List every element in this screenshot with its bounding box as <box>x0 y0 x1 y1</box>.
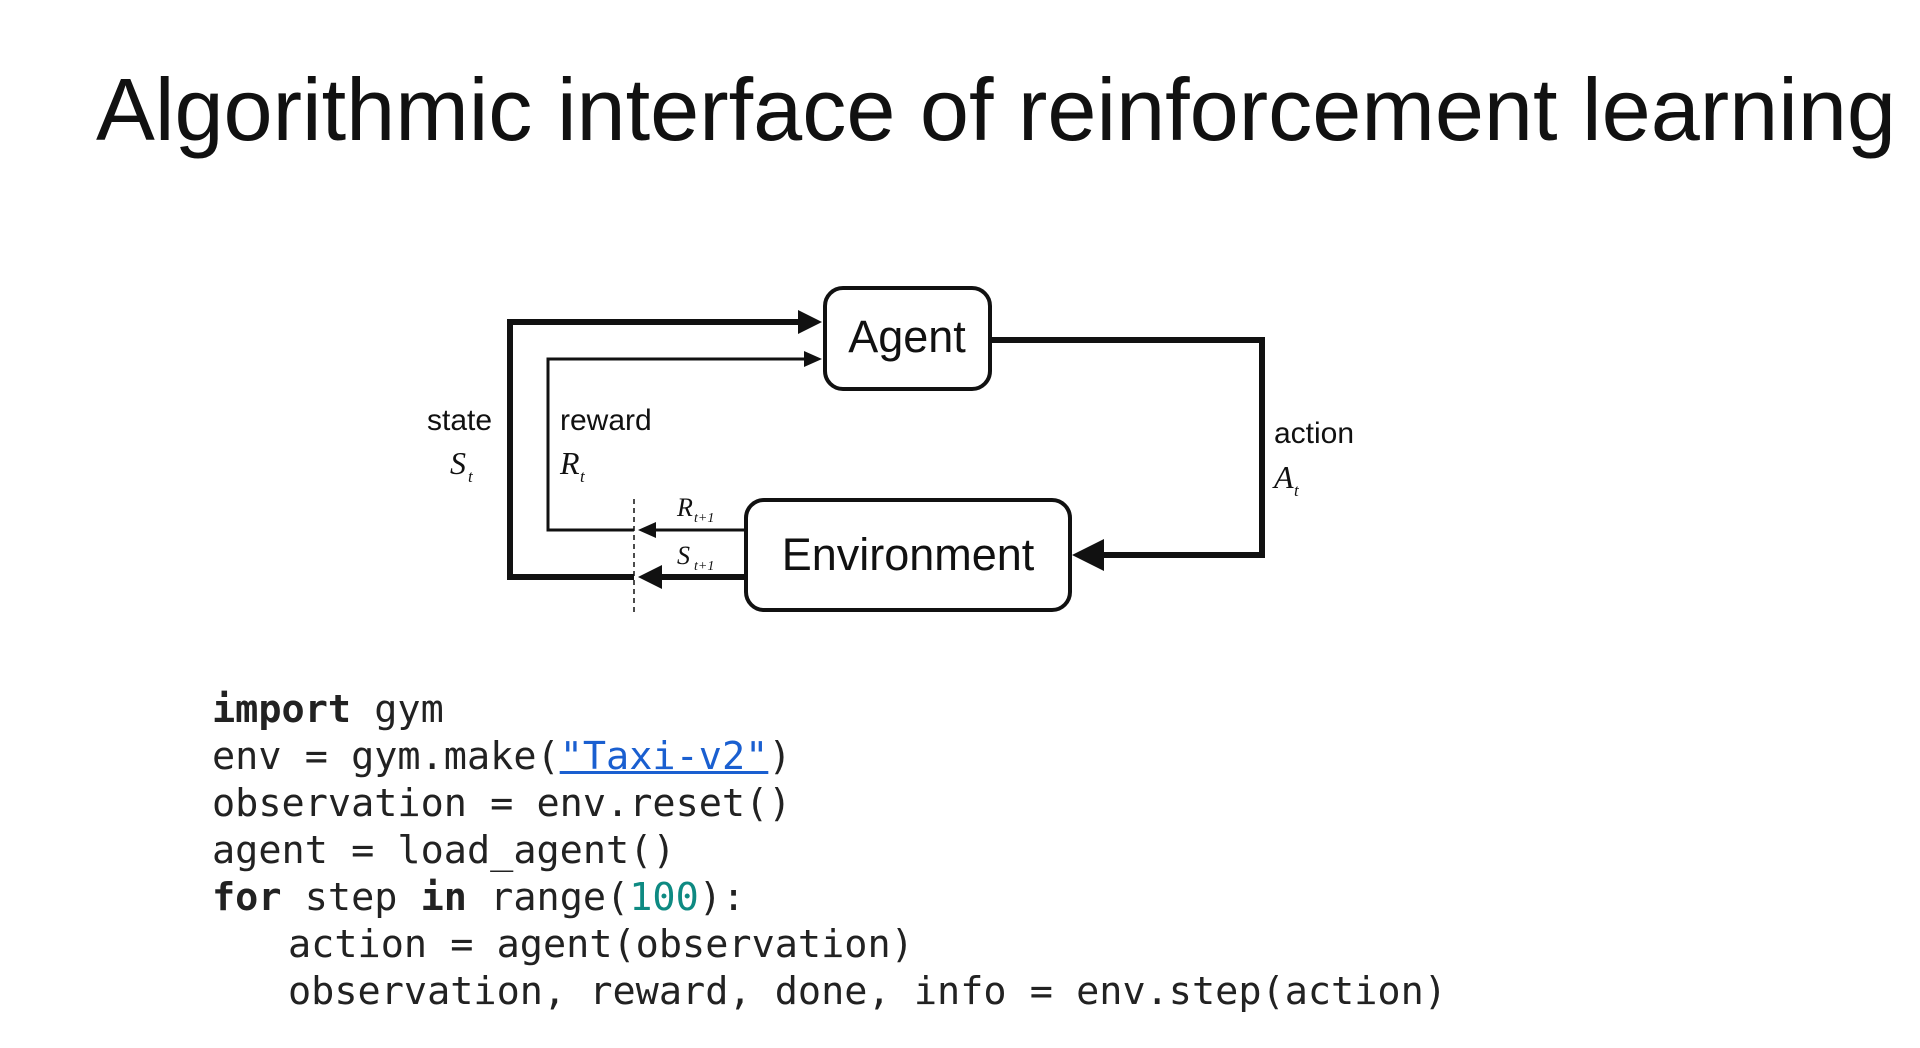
agent-label: Agent <box>848 311 966 362</box>
reward-subscript: t <box>580 467 586 486</box>
next-reward-symbol: R <box>676 493 693 522</box>
code-line: agent = load_agent() <box>212 828 676 873</box>
code-line: observation = env.reset() <box>212 781 792 826</box>
rl-loop-diagram: Agent Environment state S t reward R t a… <box>427 286 1354 613</box>
code-line: env = gym.make("Taxi-v2") <box>212 733 1447 780</box>
code-text: ) <box>768 734 792 779</box>
action-symbol: A <box>1272 459 1294 495</box>
code-text: ): <box>698 875 746 920</box>
code-string: "Taxi-v2" <box>559 734 769 779</box>
action-arrowhead-icon <box>1072 539 1104 571</box>
state-arrow <box>507 319 800 580</box>
code-line: observation, reward, done, info = env.st… <box>288 969 1447 1014</box>
environment-label: Environment <box>782 529 1035 580</box>
reward-symbol: R <box>559 445 580 481</box>
next-state-arrowhead-icon <box>638 565 662 589</box>
code-text: env = gym.make( <box>212 734 560 779</box>
code-line: action = agent(observation) <box>288 922 914 967</box>
code-keyword: in <box>420 875 467 920</box>
reward-label: reward <box>560 404 652 437</box>
next-reward-arrowhead-icon <box>638 522 656 538</box>
state-subscript: t <box>468 467 474 486</box>
action-subscript: t <box>1294 481 1300 500</box>
agent-box <box>823 286 992 391</box>
action-label: action <box>1274 417 1354 450</box>
state-label: state <box>427 404 492 437</box>
code-text: range( <box>466 875 630 920</box>
next-state-symbol: S <box>677 541 690 570</box>
code-text: step <box>281 875 421 920</box>
title-area: Algorithmic interface of reinforcement l… <box>96 60 1896 159</box>
next-reward-subscript: t+1 <box>694 511 714 526</box>
code-line: import gym <box>212 686 1447 733</box>
code-number: 100 <box>629 875 699 920</box>
reward-arrowhead-icon <box>804 351 822 367</box>
code-keyword: for <box>212 875 282 920</box>
code-keyword: import <box>212 687 352 732</box>
environment-box <box>744 498 1072 612</box>
action-arrow <box>990 337 1265 558</box>
code-line: for step in range(100): <box>212 874 1447 921</box>
reward-arrow <box>546 357 808 532</box>
next-state-subscript: t+1 <box>694 559 714 574</box>
code-text: gym <box>351 687 444 732</box>
page-title: Algorithmic interface of reinforcement l… <box>96 60 1896 159</box>
state-symbol: S <box>450 445 466 481</box>
state-arrowhead-icon <box>798 310 822 334</box>
